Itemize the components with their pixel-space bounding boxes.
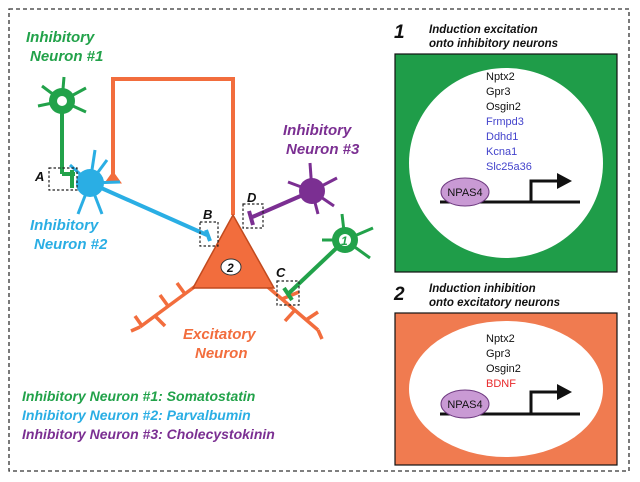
panel-1-gene-list: Nptx2 Gpr3 Osgin2 Frmpd3 Ddhd1 Kcna1 Slc… bbox=[486, 71, 532, 173]
excit-label-line1: Excitatory bbox=[183, 326, 256, 343]
synapse-d-box bbox=[242, 203, 264, 229]
figure-frame bbox=[8, 8, 630, 472]
panel-1-nucleus bbox=[409, 68, 603, 258]
inhib1-label-line2: Neuron #1 bbox=[30, 48, 103, 65]
neuron-1b-terminal bbox=[282, 286, 294, 302]
panel-2-title-line1: Induction inhibition bbox=[429, 283, 536, 295]
neuron-1-nucleus bbox=[57, 96, 67, 106]
panel-2-gene: BDNF bbox=[486, 378, 516, 390]
soma-1-marker bbox=[339, 234, 351, 246]
panel-1-gene: Nptx2 bbox=[486, 71, 515, 83]
excitatory-neuron bbox=[104, 77, 324, 340]
synapse-a-label: A bbox=[34, 169, 44, 184]
inhib2-label-line1: Inhibitory bbox=[30, 217, 99, 234]
panel-2-npas4 bbox=[440, 389, 490, 419]
legend-item-cholecystokinin: Inhibitory Neuron #3: Cholecystokinin bbox=[22, 426, 275, 442]
panel-1-npas4 bbox=[440, 177, 490, 207]
panel-1-promoter-arrow bbox=[529, 179, 560, 202]
neuron-2-axon bbox=[89, 181, 208, 237]
inhibitory-neuron-3 bbox=[247, 162, 338, 226]
panel-2-nucleus bbox=[409, 321, 603, 457]
synapse-c-label: C bbox=[276, 265, 286, 280]
neuron-1b-axon bbox=[286, 238, 347, 296]
panel-2: 2 Induction inhibition onto excitatory n… bbox=[393, 283, 618, 466]
neuron-2-soma bbox=[76, 169, 104, 197]
panel-2-number: 2 bbox=[393, 284, 405, 305]
inhibitory-neuron-1-right bbox=[282, 213, 374, 302]
panel-1-npas4-label: NPAS4 bbox=[447, 187, 482, 199]
panel-2-gene: Nptx2 bbox=[486, 333, 515, 345]
inhib3-label-line2: Neuron #3 bbox=[286, 141, 360, 158]
panel-2-gene: Gpr3 bbox=[486, 348, 510, 360]
legend-item-parvalbumin: Inhibitory Neuron #2: Parvalbumin bbox=[22, 407, 251, 423]
inhibitory-neuron-2 bbox=[68, 149, 212, 242]
excitatory-dendrite-left bbox=[130, 280, 203, 333]
neuron-3-soma bbox=[299, 178, 325, 204]
soma-2-number: 2 bbox=[226, 261, 234, 275]
panel-2-gene: Osgin2 bbox=[486, 363, 521, 375]
panel-1-gene: Gpr3 bbox=[486, 86, 510, 98]
panel-2-title-line2: onto excitatory neurons bbox=[429, 297, 560, 309]
synapse-a-box bbox=[48, 167, 78, 191]
panel-2-npas4-label: NPAS4 bbox=[447, 399, 482, 411]
legend-item-somatostatin: Inhibitory Neuron #1: Somatostatin bbox=[22, 388, 255, 404]
inhib2-label-line2: Neuron #2 bbox=[34, 236, 108, 253]
excitatory-soma bbox=[191, 213, 276, 289]
panel-2-arrow-head bbox=[557, 384, 572, 400]
panel-1-title-line1: Induction excitation bbox=[429, 24, 538, 36]
synapse-c-box bbox=[276, 280, 300, 306]
excitatory-axon bbox=[111, 77, 235, 215]
panel-2-gene-list: Nptx2 Gpr3 Osgin2 BDNF bbox=[486, 333, 521, 390]
synapse-b-label: B bbox=[203, 207, 212, 222]
panel-1-gene: Frmpd3 bbox=[486, 116, 524, 128]
excit-label-line2: Neuron bbox=[195, 345, 248, 362]
panel-1-gene: Osgin2 bbox=[486, 101, 521, 113]
synapse-boxes bbox=[48, 167, 300, 306]
panel-1-title-line2: onto inhibitory neurons bbox=[429, 38, 558, 50]
panel-1-gene: Kcna1 bbox=[486, 146, 517, 158]
synapse-d-label: D bbox=[247, 190, 257, 205]
panel-1-number: 1 bbox=[394, 22, 405, 43]
panel-1-gene: Slc25a36 bbox=[486, 161, 532, 173]
synapse-b-box bbox=[199, 221, 219, 247]
panel-1-gene: Ddhd1 bbox=[486, 131, 518, 143]
neuron-3-terminal bbox=[247, 210, 255, 226]
inhib1-label-line1: Inhibitory bbox=[26, 29, 95, 46]
neuron-2-terminal bbox=[204, 229, 212, 242]
inhibitory-neuron-1-top bbox=[37, 76, 87, 188]
soma-1-number: 1 bbox=[341, 234, 348, 248]
panel-1: 1 Induction excitation onto inhibitory n… bbox=[394, 22, 618, 273]
panel-2-promoter-arrow bbox=[529, 390, 560, 414]
soma-2-marker bbox=[220, 258, 242, 276]
panel-1-arrow-head bbox=[557, 173, 572, 189]
legend: Inhibitory Neuron #1: Somatostatin Inhib… bbox=[22, 388, 275, 442]
inhib3-label-line1: Inhibitory bbox=[283, 122, 352, 139]
